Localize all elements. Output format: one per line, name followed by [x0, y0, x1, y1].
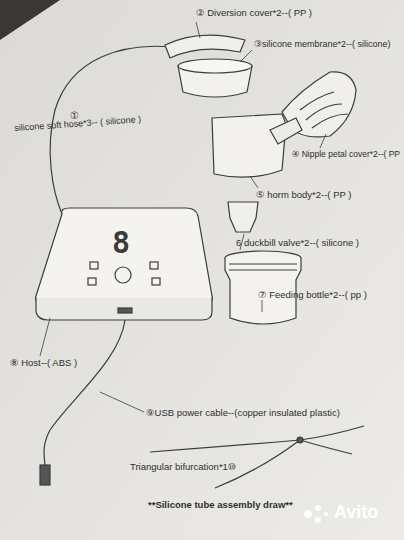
petal-ridges — [300, 92, 348, 128]
part-label: ⑤ horm body*2--( PP ) — [256, 190, 351, 200]
part-label: ⑨USB power cable--(copper insulated plas… — [146, 408, 340, 418]
duckbill-valve — [228, 202, 258, 232]
power-button — [115, 267, 131, 283]
leader-line — [262, 300, 263, 312]
button — [150, 262, 158, 269]
part-label: Triangular bifurcation*1⑩ — [130, 462, 236, 472]
tube — [150, 426, 364, 452]
part-label: ② Diversion cover*2--( PP ) — [196, 8, 312, 18]
leader-line — [40, 318, 50, 356]
display-digit: 8 — [112, 226, 130, 259]
part-label: ④ Nipple petal cover*2--( PP — [292, 150, 400, 159]
leader-line — [196, 22, 200, 38]
part-label: silicone soft hose*3-- ( silicone ) — [14, 115, 141, 134]
usb-plug — [40, 465, 50, 485]
leader-line — [250, 176, 258, 188]
tube — [300, 440, 352, 454]
logo-dot — [315, 505, 321, 511]
leader-line — [240, 50, 252, 62]
button — [88, 278, 96, 285]
logo-dot — [324, 512, 328, 516]
diversion-cover — [165, 35, 245, 58]
part-label: ⑧ Host--( ABS ) — [10, 358, 77, 368]
part-label: ③silicone membrane*2--( silicone) — [254, 40, 391, 50]
bifurcation — [297, 437, 303, 443]
part-label: 6 duckbill valve*2--( silicone ) — [236, 238, 359, 248]
logo-dot — [304, 510, 312, 518]
caption-label: **Silicone tube assembly draw** — [148, 500, 293, 510]
button — [90, 262, 98, 269]
usb-port — [118, 308, 132, 313]
watermark: Avito — [334, 503, 378, 523]
host-front — [36, 298, 212, 320]
leader-line — [100, 392, 144, 412]
bottle-thread — [229, 264, 297, 270]
part-label: ⑦ Feeding bottle*2--( pp ) — [258, 290, 367, 300]
button — [152, 278, 160, 285]
silicone-hose — [50, 46, 182, 214]
host-top — [36, 208, 213, 304]
shadow-corner — [0, 0, 60, 40]
logo-dot — [315, 517, 321, 523]
horn-body — [212, 114, 286, 177]
horn-neck — [270, 118, 302, 144]
leader-line — [320, 134, 326, 148]
usb-cable — [44, 320, 125, 465]
